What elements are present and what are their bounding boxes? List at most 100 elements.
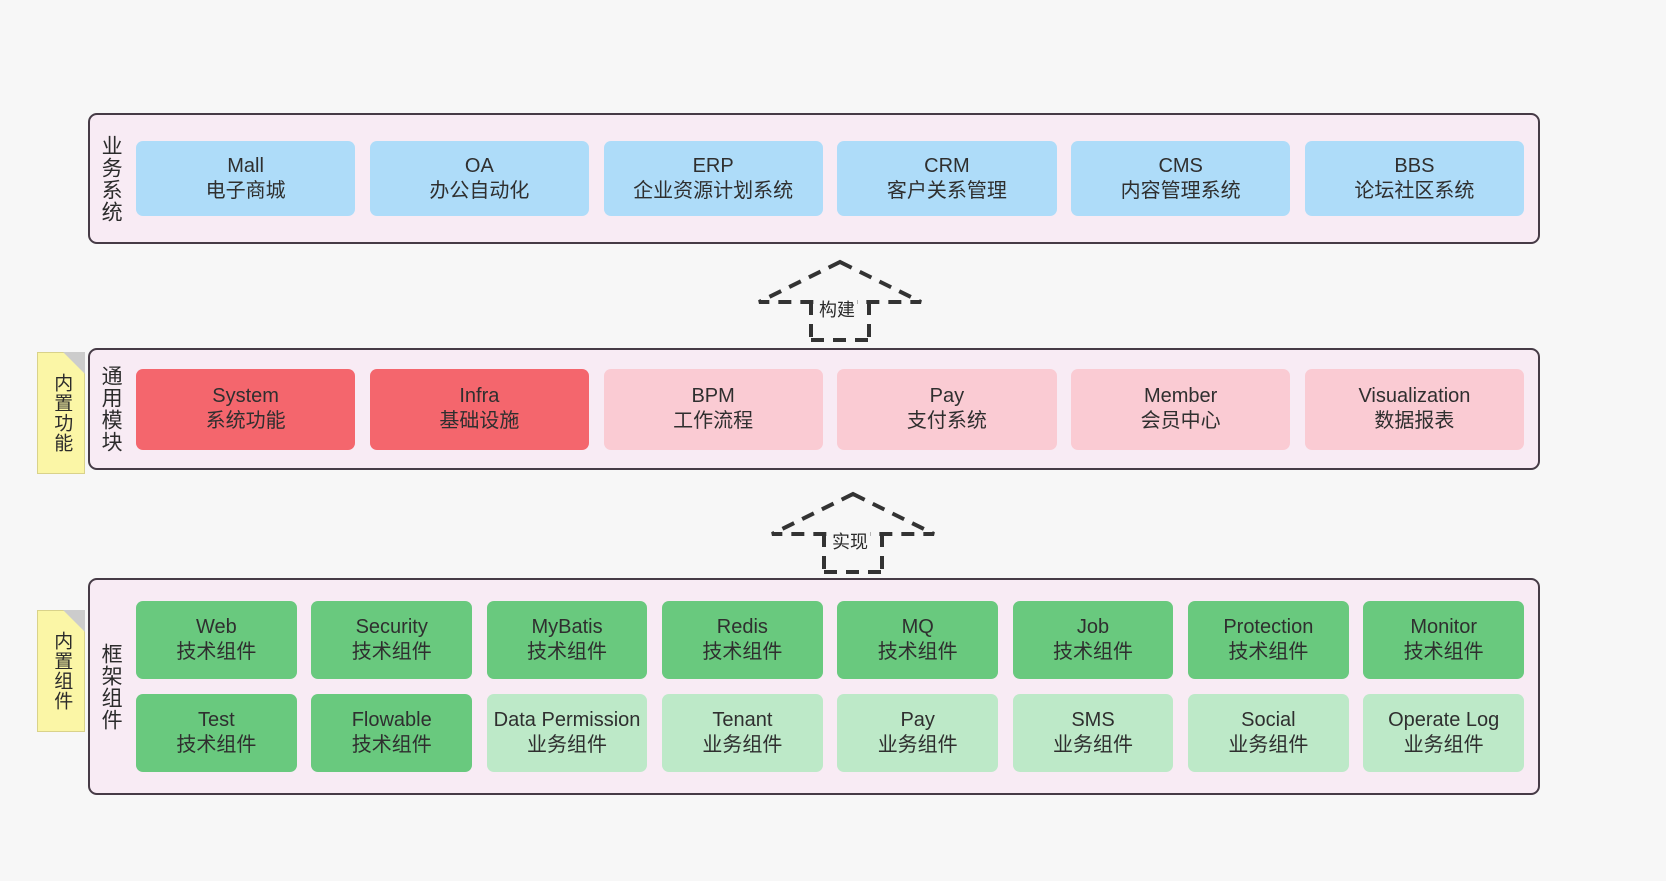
card-pay-component[interactable]: Pay 业务组件 [837,694,999,772]
card-oa[interactable]: OA 办公自动化 [369,141,589,216]
connector-implement-label: 实现 [830,528,870,554]
layer-framework-components: 框架组件 Web 技术组件 Security 技术组件 MyBatis 技术组件… [88,578,1540,795]
card-security-subtitle: 技术组件 [351,641,432,663]
card-row-framework-business: Test 技术组件 Flowable 技术组件 Data Permission … [136,694,1525,772]
card-pay-component-subtitle: 业务组件 [877,734,958,756]
card-mall[interactable]: Mall 电子商城 [136,141,356,216]
card-sms[interactable]: SMS 业务组件 [1012,694,1174,772]
card-bbs-title: BBS [1394,154,1435,177]
card-operate-log-title: Operate Log [1388,709,1500,732]
card-redis-title: Redis [716,616,768,639]
card-social-title: Social [1241,709,1296,732]
card-security[interactable]: Security 技术组件 [311,601,473,679]
card-mq-title: MQ [901,616,934,639]
card-web-subtitle: 技术组件 [176,641,257,663]
card-flowable[interactable]: Flowable 技术组件 [311,694,473,772]
card-mall-title: Mall [227,154,264,177]
card-tenant-title: Tenant [712,709,773,732]
card-mq[interactable]: MQ 技术组件 [837,601,999,679]
card-pay-module[interactable]: Pay 支付系统 [837,368,1057,450]
card-oa-title: OA [464,154,494,177]
card-mall-subtitle: 电子商城 [205,179,286,202]
card-test-title: Test [198,709,235,732]
card-flowable-title: Flowable [351,709,432,732]
card-member-subtitle: 会员中心 [1140,410,1221,432]
card-cms[interactable]: CMS 内容管理系统 [1071,141,1291,216]
connector-implement: 实现 [768,490,938,574]
card-protection-subtitle: 技术组件 [1228,641,1309,663]
card-infra[interactable]: Infra 基础设施 [369,368,589,450]
card-security-title: Security [355,616,428,639]
card-data-permission-subtitle: 业务组件 [527,734,608,756]
card-crm-subtitle: 客户关系管理 [886,179,1007,202]
card-crm-title: CRM [924,154,970,177]
layer-common-modules: 通用模块 System 系统功能 Infra 基础设施 BPM 工作流程 Pay… [88,348,1540,470]
card-system[interactable]: System 系统功能 [136,368,356,450]
card-bpm-subtitle: 工作流程 [673,410,754,432]
layer-body-framework: Web 技术组件 Security 技术组件 MyBatis 技术组件 Redi… [130,580,1538,793]
card-mq-subtitle: 技术组件 [877,641,958,663]
card-data-permission[interactable]: Data Permission 业务组件 [486,694,648,772]
layer-body-modules: System 系统功能 Infra 基础设施 BPM 工作流程 Pay 支付系统… [130,350,1538,468]
card-protection[interactable]: Protection 技术组件 [1187,601,1349,679]
card-member-title: Member [1143,385,1218,408]
card-web[interactable]: Web 技术组件 [136,601,297,679]
card-job-title: Job [1076,616,1110,639]
card-cms-title: CMS [1158,154,1203,177]
card-pay-module-subtitle: 支付系统 [906,410,987,432]
card-bbs-subtitle: 论坛社区系统 [1354,179,1475,202]
card-visualization-subtitle: 数据报表 [1374,410,1455,432]
card-protection-title: Protection [1223,616,1314,639]
card-job-subtitle: 技术组件 [1053,641,1134,663]
card-monitor-title: Monitor [1410,616,1478,639]
layer-title-framework: 框架组件 [99,642,123,731]
card-system-title: System [212,385,279,408]
card-operate-log[interactable]: Operate Log 业务组件 [1363,694,1525,772]
card-monitor[interactable]: Monitor 技术组件 [1363,601,1525,679]
card-mybatis-title: MyBatis [531,616,603,639]
card-bpm[interactable]: BPM 工作流程 [603,368,823,450]
card-bpm-title: BPM [691,385,735,408]
card-crm[interactable]: CRM 客户关系管理 [837,141,1057,216]
connector-build-label: 构建 [817,296,857,322]
card-mybatis[interactable]: MyBatis 技术组件 [486,601,648,679]
card-row-framework-tech: Web 技术组件 Security 技术组件 MyBatis 技术组件 Redi… [136,601,1525,679]
card-job[interactable]: Job 技术组件 [1012,601,1174,679]
card-oa-subtitle: 办公自动化 [429,179,530,202]
card-test-subtitle: 技术组件 [176,734,257,756]
card-sms-title: SMS [1071,709,1115,732]
card-data-permission-title: Data Permission [493,709,641,732]
card-test[interactable]: Test 技术组件 [136,694,297,772]
layer-title-modules: 通用模块 [99,365,123,453]
card-bbs[interactable]: BBS 论坛社区系统 [1304,141,1525,216]
card-mybatis-subtitle: 技术组件 [527,641,608,663]
card-visualization[interactable]: Visualization 数据报表 [1304,368,1525,450]
sticky-note-builtin-features: 内置功能 [37,352,85,474]
card-social-subtitle: 业务组件 [1228,734,1309,756]
card-tenant[interactable]: Tenant 业务组件 [661,694,823,772]
connector-build: 构建 [755,258,925,342]
layer-business-systems: 业务系统 Mall 电子商城 OA 办公自动化 ERP 企业资源计划系统 CRM… [88,113,1540,244]
card-erp[interactable]: ERP 企业资源计划系统 [603,141,823,216]
build-arrow-icon [758,259,922,342]
card-erp-title: ERP [692,154,734,177]
card-operate-log-subtitle: 业务组件 [1403,734,1484,756]
card-visualization-title: Visualization [1358,385,1471,408]
card-redis[interactable]: Redis 技术组件 [661,601,823,679]
card-row-business: Mall 电子商城 OA 办公自动化 ERP 企业资源计划系统 CRM 客户关系… [136,141,1525,216]
card-web-title: Web [196,616,237,639]
card-sms-subtitle: 业务组件 [1053,734,1134,756]
card-member[interactable]: Member 会员中心 [1071,368,1291,450]
card-pay-module-title: Pay [929,385,965,408]
card-cms-subtitle: 内容管理系统 [1120,179,1241,202]
implement-arrow-icon [771,491,935,574]
card-tenant-subtitle: 业务组件 [702,734,783,756]
card-social[interactable]: Social 业务组件 [1187,694,1349,772]
card-erp-subtitle: 企业资源计划系统 [633,179,794,202]
card-infra-title: Infra [459,385,500,408]
card-monitor-subtitle: 技术组件 [1403,641,1484,663]
card-system-subtitle: 系统功能 [205,410,286,432]
card-redis-subtitle: 技术组件 [702,641,783,663]
card-row-modules: System 系统功能 Infra 基础设施 BPM 工作流程 Pay 支付系统… [136,368,1525,450]
